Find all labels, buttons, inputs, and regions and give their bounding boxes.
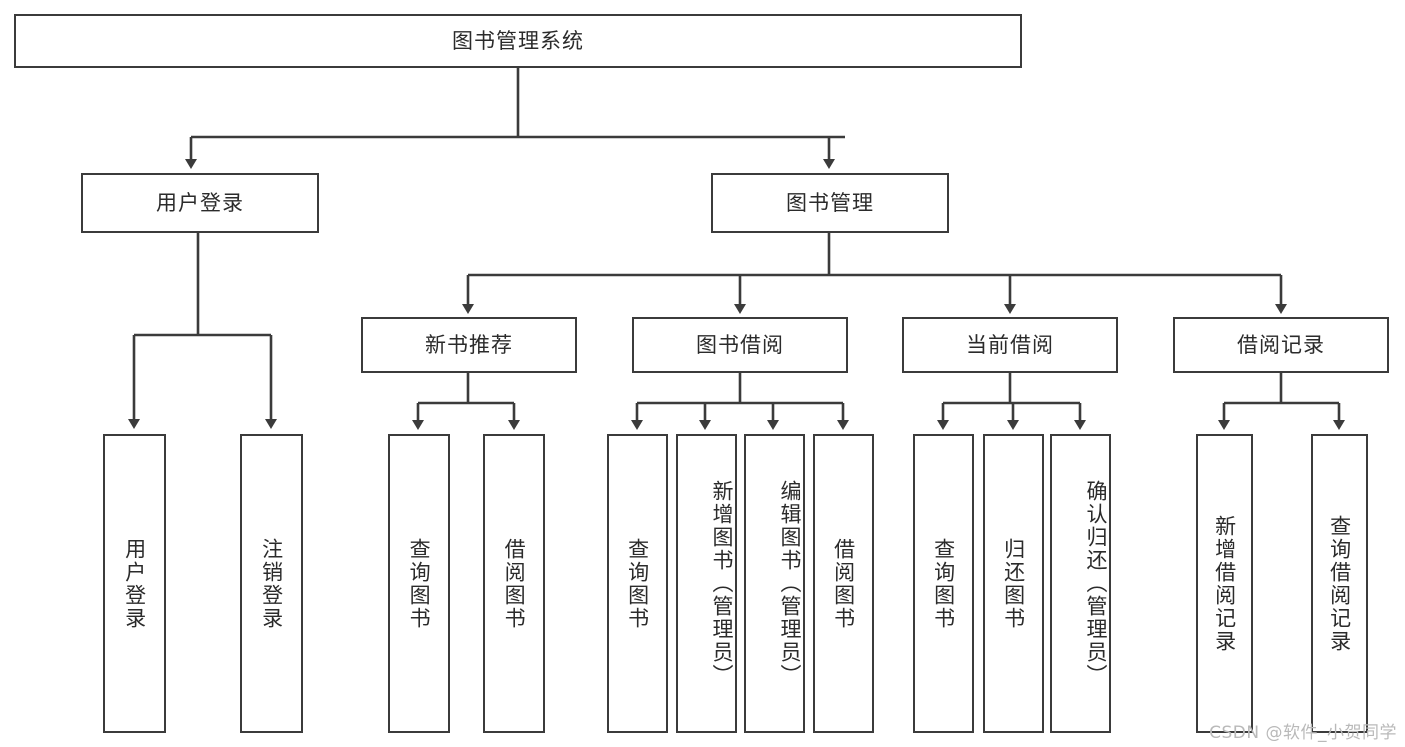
- leaf-borrow-record-query-record[interactable]: 查询借阅记录: [1311, 434, 1368, 733]
- watermark: CSDN @软件_小贺同学: [1209, 723, 1397, 743]
- leaf-book-borrow-borrow-book[interactable]: 借阅图书: [813, 434, 874, 733]
- node-root-book-management-system[interactable]: 图书管理系统: [14, 14, 1022, 68]
- node-label: 查询图书: [931, 537, 956, 630]
- leaf-new-book-borrow-book[interactable]: 借阅图书: [483, 434, 545, 733]
- leaf-book-borrow-query-book[interactable]: 查询图书: [607, 434, 668, 733]
- leaf-user-login-signout[interactable]: 注销登录: [240, 434, 303, 733]
- node-label: 归还图书: [1001, 537, 1026, 630]
- node-label: 图书管理系统: [452, 28, 584, 53]
- leaf-borrow-record-add-record[interactable]: 新增借阅记录: [1196, 434, 1253, 733]
- node-label: 新书推荐: [425, 332, 513, 357]
- node-label: 新增图书（管理员）: [710, 480, 734, 687]
- leaf-current-borrow-query-book[interactable]: 查询图书: [913, 434, 974, 733]
- node-label: 图书借阅: [696, 332, 784, 357]
- node-label: 借阅图书: [831, 537, 856, 630]
- leaf-new-book-query-book[interactable]: 查询图书: [388, 434, 450, 733]
- node-label: 注销登录: [259, 537, 284, 630]
- node-book-management[interactable]: 图书管理: [711, 173, 949, 233]
- node-user-login[interactable]: 用户登录: [81, 173, 319, 233]
- node-new-book-recommend[interactable]: 新书推荐: [361, 317, 577, 373]
- node-label: 借阅图书: [502, 537, 527, 630]
- node-label: 查询图书: [625, 537, 650, 630]
- leaf-book-borrow-edit-book-admin[interactable]: 编辑图书（管理员）: [744, 434, 805, 733]
- node-label: 用户登录: [156, 190, 244, 215]
- leaf-book-borrow-add-book-admin[interactable]: 新增图书（管理员）: [676, 434, 737, 733]
- node-label: 图书管理: [786, 190, 874, 215]
- leaf-user-login-signin[interactable]: 用户登录: [103, 434, 166, 733]
- node-label: 当前借阅: [966, 332, 1054, 357]
- node-label: 查询借阅记录: [1327, 514, 1352, 653]
- leaf-current-borrow-return-book[interactable]: 归还图书: [983, 434, 1044, 733]
- node-book-borrow[interactable]: 图书借阅: [632, 317, 848, 373]
- node-label: 新增借阅记录: [1212, 514, 1237, 653]
- node-label: 编辑图书（管理员）: [778, 480, 802, 687]
- node-borrow-record[interactable]: 借阅记录: [1173, 317, 1389, 373]
- node-label: 用户登录: [122, 537, 147, 630]
- leaf-current-borrow-confirm-return-admin[interactable]: 确认归还（管理员）: [1050, 434, 1111, 733]
- node-label: 确认归还（管理员）: [1084, 480, 1108, 687]
- node-label: 查询图书: [407, 537, 432, 630]
- node-label: 借阅记录: [1237, 332, 1325, 357]
- node-current-borrow[interactable]: 当前借阅: [902, 317, 1118, 373]
